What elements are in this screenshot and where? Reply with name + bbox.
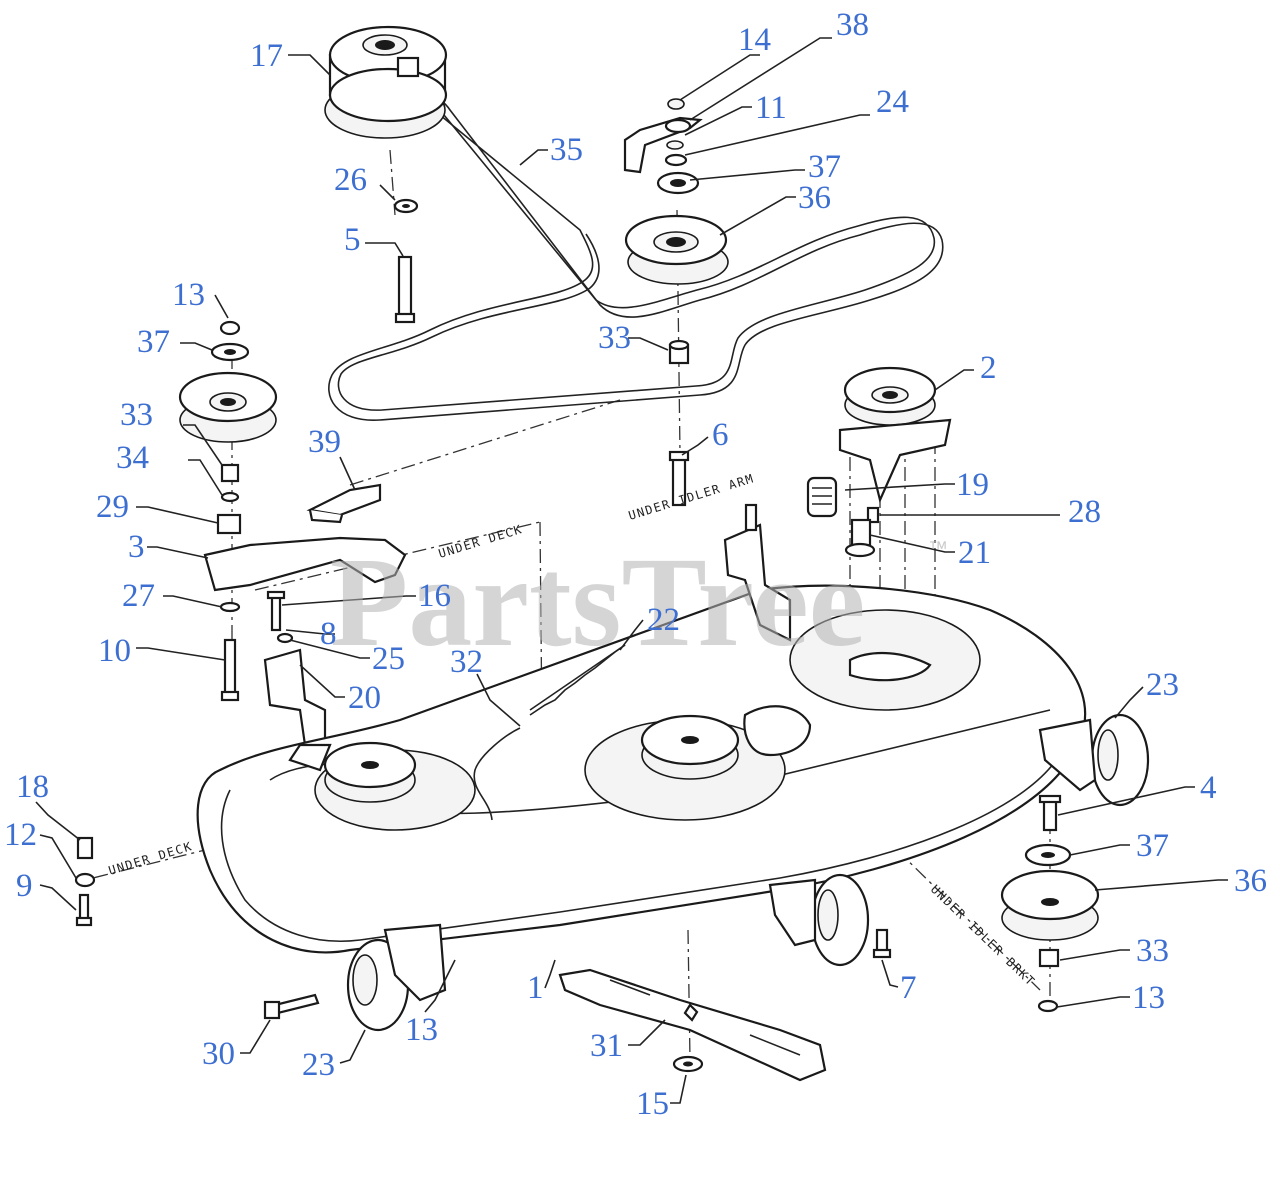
callout-13-wheel: 13 — [405, 1012, 438, 1048]
callout-labels: 17 14 38 11 24 35 37 26 36 5 13 37 33 2 … — [4, 7, 1267, 1122]
bracket-39 — [306, 483, 382, 524]
callout-20: 20 — [348, 680, 381, 716]
callout-28: 28 — [1068, 494, 1101, 530]
idler-stack-upper — [623, 98, 729, 365]
callout-13-left: 13 — [172, 277, 205, 313]
callout-21: 21 — [958, 535, 991, 571]
deck-bracket-top — [723, 503, 792, 642]
electric-clutch-17 — [324, 25, 448, 139]
idler-stack-left — [178, 320, 407, 702]
callout-37-upper: 37 — [808, 149, 841, 185]
note-under-idler-arm: UNDER IDLER ARM — [627, 471, 756, 523]
hardware-left — [74, 836, 320, 1020]
callout-37-right: 37 — [1136, 828, 1169, 864]
callout-5: 5 — [344, 222, 361, 258]
callout-4: 4 — [1200, 770, 1217, 806]
callout-33-left: 33 — [120, 397, 153, 433]
callout-36-right: 36 — [1234, 863, 1267, 899]
idler-stack-right — [872, 794, 1100, 1013]
callout-31: 31 — [590, 1028, 623, 1064]
callout-8: 8 — [320, 616, 337, 652]
callout-15: 15 — [636, 1086, 669, 1122]
callout-9: 9 — [16, 868, 33, 904]
callout-18: 18 — [16, 769, 49, 805]
callout-3: 3 — [128, 529, 145, 565]
callout-14: 14 — [738, 22, 771, 58]
spindle-assembly-2 — [806, 366, 952, 558]
callout-35: 35 — [550, 132, 583, 168]
belt-35 — [328, 80, 944, 421]
callout-34: 34 — [116, 440, 149, 476]
callout-33-center: 33 — [598, 320, 631, 356]
callout-23-left: 23 — [302, 1047, 335, 1083]
anti-scalp-wheels — [346, 713, 1150, 1032]
note-under-deck-left: UNDER DECK — [107, 839, 195, 878]
callout-29: 29 — [96, 489, 129, 525]
callout-12: 12 — [4, 817, 37, 853]
callout-11: 11 — [755, 90, 787, 126]
callout-36-upper: 36 — [798, 180, 831, 216]
watermark-trademark: ™ — [928, 538, 948, 560]
callout-7: 7 — [900, 970, 917, 1006]
callout-39: 39 — [308, 424, 341, 460]
callout-22: 22 — [647, 602, 680, 638]
callout-23-right: 23 — [1146, 667, 1179, 703]
callout-38: 38 — [836, 7, 869, 43]
bolts-26-5-6 — [393, 198, 690, 507]
partstree-watermark: PartsTree ™ — [330, 531, 948, 673]
callout-6: 6 — [712, 417, 729, 453]
deck-pulleys — [323, 705, 812, 803]
callout-13-right: 13 — [1132, 980, 1165, 1016]
spring-22-link-32 — [473, 644, 626, 821]
callout-24: 24 — [876, 84, 909, 120]
callout-17: 17 — [250, 38, 283, 74]
callout-10: 10 — [98, 633, 131, 669]
blade-31 — [558, 968, 827, 1082]
callout-30: 30 — [202, 1036, 235, 1072]
callout-37-left: 37 — [137, 324, 170, 360]
callout-32: 32 — [450, 644, 483, 680]
callout-25: 25 — [372, 641, 405, 677]
callout-33-right: 33 — [1136, 933, 1169, 969]
callout-27: 27 — [122, 578, 155, 614]
callout-19: 19 — [956, 467, 989, 503]
callout-2: 2 — [980, 350, 997, 386]
callout-leader-lines — [35, 37, 1228, 1104]
callout-1: 1 — [527, 970, 544, 1006]
callout-16: 16 — [418, 578, 451, 614]
bolt-group-16-8-25-20 — [263, 590, 327, 752]
callout-26: 26 — [334, 162, 367, 198]
watermark-text: PartsTree — [330, 531, 865, 673]
